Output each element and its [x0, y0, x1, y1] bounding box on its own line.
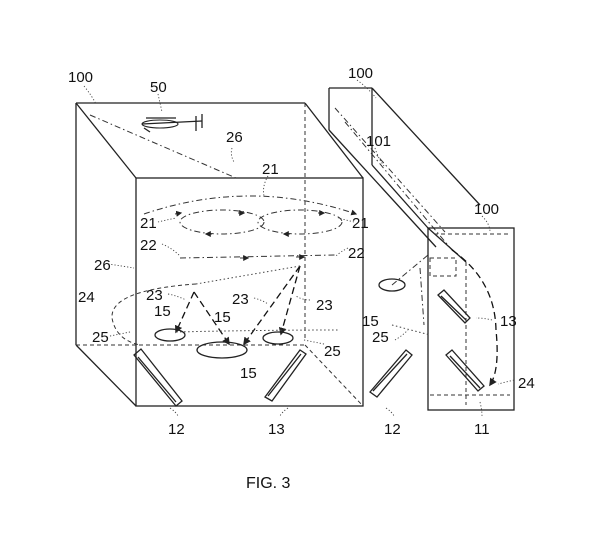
airflow-loops	[143, 195, 358, 237]
sweep-lines	[179, 254, 336, 261]
targets	[154, 254, 429, 359]
label-22-right: 22	[348, 245, 365, 262]
label-21-right: 21	[352, 215, 369, 232]
label-50-drone: 50	[150, 79, 167, 96]
label-23-a: 23	[146, 287, 163, 304]
leader-lines	[83, 79, 515, 417]
small-enclosure	[427, 227, 515, 411]
label-23-b: 23	[232, 291, 249, 308]
label-26-side: 26	[94, 257, 111, 274]
label-21-top: 21	[262, 161, 279, 178]
figure-caption: FIG. 3	[246, 475, 291, 492]
label-100-main: 100	[68, 69, 93, 86]
label-25-b: 25	[324, 343, 341, 360]
label-13-base: 13	[268, 421, 285, 438]
label-101: 101	[366, 133, 391, 150]
label-23-c: 23	[316, 297, 333, 314]
fixture-12-left	[133, 348, 183, 407]
label-100-duct: 100	[348, 65, 373, 82]
label-24-right: 24	[518, 375, 535, 392]
label-22-left: 22	[140, 237, 157, 254]
drone	[141, 114, 203, 133]
ground-lines	[175, 324, 431, 336]
label-15-c: 15	[240, 365, 257, 382]
label-15-d: 15	[362, 313, 379, 330]
label-11: 11	[474, 421, 490, 438]
label-15-a: 15	[154, 303, 171, 320]
reference-labels: 100 50 100 101 100 26 21 21 21 22 22 26 …	[68, 65, 535, 438]
label-15-b: 15	[214, 309, 231, 326]
label-24-left: 24	[78, 289, 95, 306]
fixtures	[133, 289, 485, 407]
label-100-small: 100	[474, 201, 499, 218]
fixture-12-right	[369, 349, 413, 398]
fixture-13-center	[264, 349, 307, 402]
main-enclosure	[75, 102, 364, 407]
loop-right	[451, 249, 498, 387]
label-25-a: 25	[92, 329, 109, 346]
fixture-13-small	[437, 289, 471, 324]
fixture-11	[445, 349, 485, 392]
label-12-left: 12	[168, 421, 185, 438]
loop-left	[111, 265, 301, 346]
label-26-ceiling: 26	[226, 129, 243, 146]
duct-enclosure	[328, 87, 481, 251]
label-12-right: 12	[384, 421, 401, 438]
label-25-c: 25	[372, 329, 389, 346]
label-13-small: 13	[500, 313, 517, 330]
label-21-left: 21	[140, 215, 157, 232]
